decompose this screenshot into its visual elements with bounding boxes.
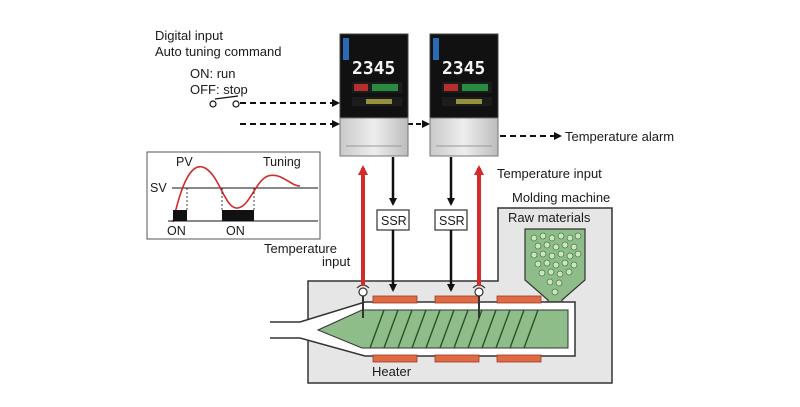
auto-tuning-label: Auto tuning command bbox=[155, 44, 281, 59]
pv-label: PV bbox=[176, 155, 193, 169]
heater-label: Heater bbox=[372, 364, 412, 379]
on-pulse-2 bbox=[222, 210, 254, 221]
sv-label: SV bbox=[150, 181, 167, 195]
switch-lever bbox=[214, 95, 239, 100]
temperature-controller-2: 2345 bbox=[429, 33, 499, 157]
screw-threads bbox=[369, 309, 539, 349]
on-pulse-1 bbox=[173, 210, 187, 221]
on-label-2: ON bbox=[226, 224, 245, 238]
off-stop-label: OFF: stop bbox=[190, 82, 248, 97]
on-label-1: ON bbox=[167, 224, 186, 238]
ssr-label-1: SSR bbox=[381, 214, 407, 228]
pv-display: 2345 bbox=[352, 58, 395, 79]
tuning-label: Tuning bbox=[263, 155, 301, 169]
heater-bands bbox=[372, 295, 542, 363]
digital-input-label: Digital input bbox=[155, 28, 223, 43]
temperature-input-label-left-1: Temperature bbox=[264, 241, 337, 256]
raw-material-pellets bbox=[530, 232, 582, 296]
temperature-controller-1: 2345 bbox=[339, 33, 409, 157]
ssr-label-2: SSR bbox=[439, 214, 465, 228]
temperature-alarm-label: Temperature alarm bbox=[565, 129, 674, 144]
switch-contact-icon bbox=[232, 100, 240, 108]
temperature-input-label-right: Temperature input bbox=[497, 166, 602, 181]
thermocouple-2 bbox=[472, 284, 486, 318]
switch-contact-icon bbox=[209, 100, 217, 108]
temperature-input-label-left-2: input bbox=[322, 254, 351, 269]
molding-machine-label: Molding machine bbox=[512, 190, 610, 205]
on-run-label: ON: run bbox=[190, 66, 236, 81]
raw-materials-label: Raw materials bbox=[508, 210, 591, 225]
auto-tuning-graph: PV Tuning SV ON ON bbox=[146, 151, 321, 240]
pv-display: 2345 bbox=[442, 58, 485, 79]
pv-curve bbox=[172, 165, 301, 223]
